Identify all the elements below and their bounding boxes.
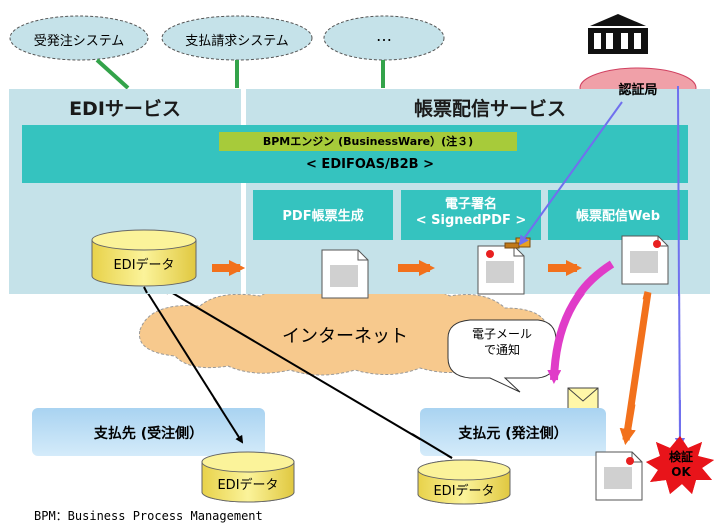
edi-data-payee-label-top: EDIデータ bbox=[217, 478, 279, 493]
overlay-notice-arrow bbox=[574, 260, 615, 299]
overlay-docs bbox=[321, 235, 669, 299]
module-signature-label-2: < SignedPDF > bbox=[415, 213, 527, 228]
system-oval-1 bbox=[9, 15, 149, 61]
cert-authority-label: 認証局 bbox=[618, 83, 658, 98]
module-pdf-generation-label: PDF帳票生成 bbox=[282, 209, 364, 224]
system-label-ellipsis: … bbox=[376, 26, 392, 45]
module-pdf-generation bbox=[253, 190, 393, 240]
overlay-cylinder-edi-center bbox=[91, 229, 197, 287]
verified-label-1: 検証 bbox=[668, 450, 693, 464]
email-notice-label-1: 電子メール bbox=[471, 327, 532, 341]
payee-label: 支払先 (受注側） bbox=[93, 426, 204, 442]
edi-service-title: EDIサービス bbox=[69, 98, 181, 120]
payer-box bbox=[420, 408, 606, 456]
verified-label-2: OK bbox=[671, 465, 691, 479]
edi-upload-arrow bbox=[162, 286, 453, 459]
system-label-order: 受発注システム bbox=[33, 34, 125, 49]
overlay-flow-arrows bbox=[212, 260, 652, 301]
bpm-engine-label: BPMエンジン (BusinessWare）(注３) bbox=[219, 132, 517, 151]
overlay-blue-lines bbox=[518, 101, 623, 246]
edi-data-center-label: EDIデータ bbox=[113, 258, 175, 273]
module-signature-label-1: 電子署名 bbox=[444, 197, 497, 212]
module-delivery-web-label: 帳票配信Web bbox=[576, 209, 660, 224]
platform-label: < EDIFOAS/B2B > bbox=[306, 157, 434, 172]
internet-label: インターネット bbox=[282, 326, 408, 347]
system-label-billing: 支払請求システム bbox=[185, 34, 289, 49]
email-notice-label-2: で通知 bbox=[483, 343, 520, 357]
edi-data-payer-label-top: EDIデータ bbox=[433, 484, 495, 499]
building-icon bbox=[588, 14, 648, 54]
payer-label: 支払元 (発注側） bbox=[458, 426, 568, 442]
footnote: BPM：Business Process Management bbox=[34, 509, 263, 523]
module-delivery-web bbox=[548, 190, 688, 240]
connector-1 bbox=[95, 58, 130, 90]
delivery-service-title: 帳票配信サービス bbox=[413, 98, 566, 120]
module-signature bbox=[401, 190, 541, 240]
